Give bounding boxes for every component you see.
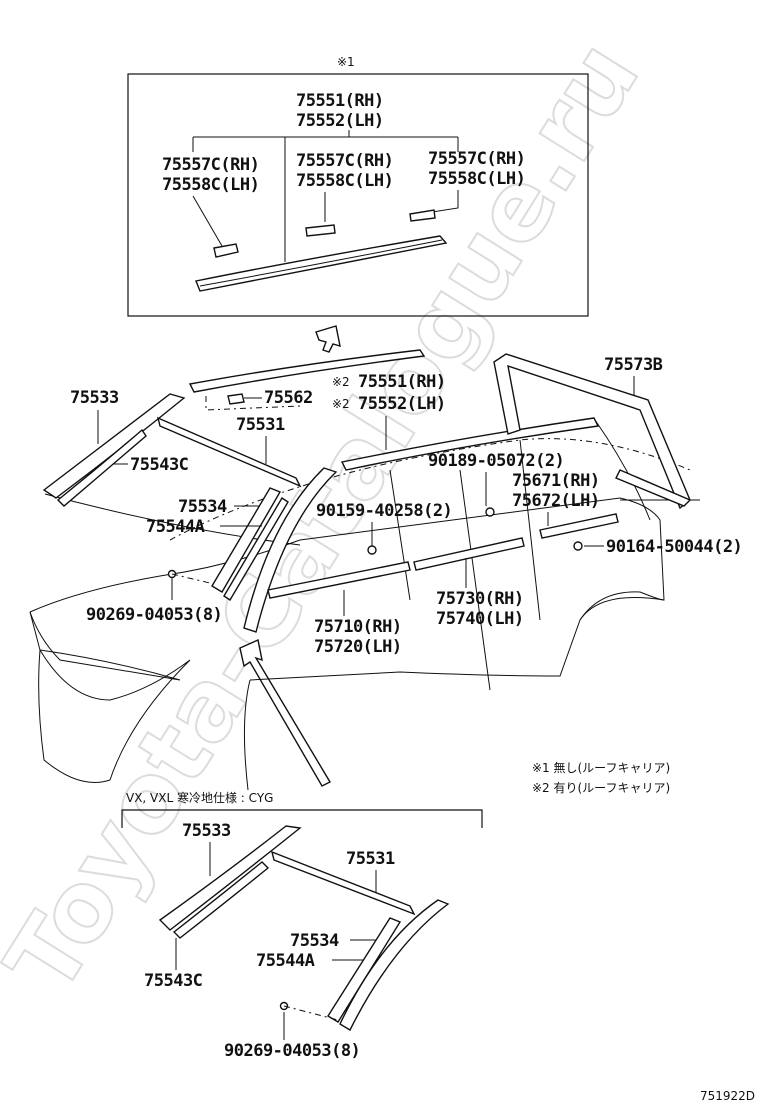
dash-90269 [171, 573, 215, 585]
label-75558c-lh-b[interactable]: 75558C(LH) [296, 171, 394, 191]
part-75531-shape [156, 416, 302, 488]
roof-rail-inset-detail [199, 239, 443, 287]
clip-c-shape [409, 209, 436, 222]
part-75543c-bottom-shape [172, 861, 270, 939]
label-75543c[interactable]: 75543C [130, 455, 189, 475]
leader-inset-bracket [192, 130, 459, 152]
part-75730-shape [413, 537, 525, 571]
arrow-to-roof [315, 325, 341, 353]
part-75531-bottom-shape [270, 850, 416, 916]
part-75544a-bottom-shape [339, 899, 450, 1031]
label-75740-lh[interactable]: 75740(LH) [436, 609, 524, 629]
label-75543c-bottom[interactable]: 75543C [144, 971, 203, 991]
label-75557c-rh-b[interactable]: 75557C(RH) [296, 151, 394, 171]
label-75551-rh[interactable]: 75551(RH) [358, 372, 446, 392]
label-75552-lh[interactable]: 75552(LH) [358, 394, 446, 414]
label-75533-bottom[interactable]: 75533 [182, 821, 231, 841]
car-rear-wheel-arch [579, 591, 665, 621]
label-75534-bottom[interactable]: 75534 [290, 931, 339, 951]
part-75710-shape [267, 561, 411, 599]
label-75544a[interactable]: 75544A [146, 517, 205, 537]
label-75710-rh[interactable]: 75710(RH) [314, 617, 402, 637]
car-hood-lines [29, 611, 181, 681]
fastener-90159 [367, 545, 377, 555]
part-75671-shape [539, 513, 619, 539]
label-90269[interactable]: 90269-04053(8) [86, 605, 223, 625]
label-75531[interactable]: 75531 [236, 415, 285, 435]
label-75671-rh[interactable]: 75671(RH) [512, 471, 600, 491]
label-75552-lh-inset[interactable]: 75552(LH) [296, 111, 384, 131]
label-75544a-bottom[interactable]: 75544A [256, 951, 315, 971]
inset-bottom-title: VX, VXL 寒冷地仕様 : CYG [126, 790, 273, 805]
label-90189[interactable]: 90189-05072(2) [428, 451, 565, 471]
label-75557c-rh-a[interactable]: 75557C(RH) [162, 155, 260, 175]
label-75533[interactable]: 75533 [70, 388, 119, 408]
fastener-90189 [485, 507, 495, 517]
label-75534[interactable]: 75534 [178, 497, 227, 517]
roof-rail-main-shape [340, 417, 600, 471]
label-75562[interactable]: 75562 [264, 388, 313, 408]
label-75730-rh[interactable]: 75730(RH) [436, 589, 524, 609]
part-75543c-shape [56, 428, 147, 507]
part-75573b-shape [493, 353, 691, 510]
inset-top-frame [127, 73, 589, 317]
car-roof-dash [44, 493, 301, 546]
label-75573b[interactable]: 75573B [604, 355, 663, 375]
label-75720-lh[interactable]: 75720(LH) [314, 637, 402, 657]
car-door-line [389, 439, 541, 691]
part-75534-bottom-shape [327, 917, 402, 1023]
bottom-inset: VX, VXL 寒冷地仕様 : CYG 75533 75531 75534 75… [121, 790, 483, 1061]
pillar-molding-shape [243, 467, 338, 633]
label-90164[interactable]: 90164-50044(2) [606, 537, 743, 557]
label-75558c-lh-a[interactable]: 75558C(LH) [162, 175, 260, 195]
dash-75562 [205, 396, 301, 411]
part-75534-shape [211, 487, 282, 593]
part-75562-shape [227, 393, 245, 405]
main-diagram: 75533 75543C 75562 75531 ※2 75551(RH) ※2… [29, 325, 743, 791]
top-inset: ※1 75551(RH) 75552(LH) 75557C(RH) 75558C… [127, 55, 589, 317]
label-75557c-rh-c[interactable]: 75557C(RH) [428, 149, 526, 169]
leader-clip-a [192, 195, 223, 247]
part-75544a-shape [223, 497, 289, 601]
label-75531-bottom[interactable]: 75531 [346, 849, 395, 869]
inset-top-marker: ※1 [337, 55, 355, 69]
label-75551-rh-inset[interactable]: 75551(RH) [296, 91, 384, 111]
clip-b-shape [305, 224, 336, 237]
fastener-90164 [573, 541, 583, 551]
note-2: ※2 有り(ルーフキャリア) [532, 781, 670, 795]
label-90159[interactable]: 90159-40258(2) [316, 501, 453, 521]
marker-75552: ※2 [332, 397, 350, 411]
label-75558c-lh-c[interactable]: 75558C(LH) [428, 169, 526, 189]
clip-a-shape [213, 243, 239, 258]
diagram-code: 751922D [700, 1089, 755, 1103]
part-75533-shape [42, 393, 186, 499]
part-75533-bottom-shape [158, 825, 302, 931]
leader-clip-c [431, 190, 459, 213]
car-body-outline [29, 497, 665, 791]
part-75573b-lower [615, 469, 692, 507]
marker-75551: ※2 [332, 375, 350, 389]
note-1: ※1 無し(ルーフキャリア) [532, 760, 670, 775]
arrow-from-bottom [239, 639, 331, 787]
label-75672-lh[interactable]: 75672(LH) [512, 491, 600, 511]
roof-molding-front [188, 349, 426, 393]
dash-90269-bottom [283, 1005, 339, 1021]
inset-bottom-bracket [121, 809, 483, 828]
label-90269-bottom[interactable]: 90269-04053(8) [224, 1041, 361, 1061]
